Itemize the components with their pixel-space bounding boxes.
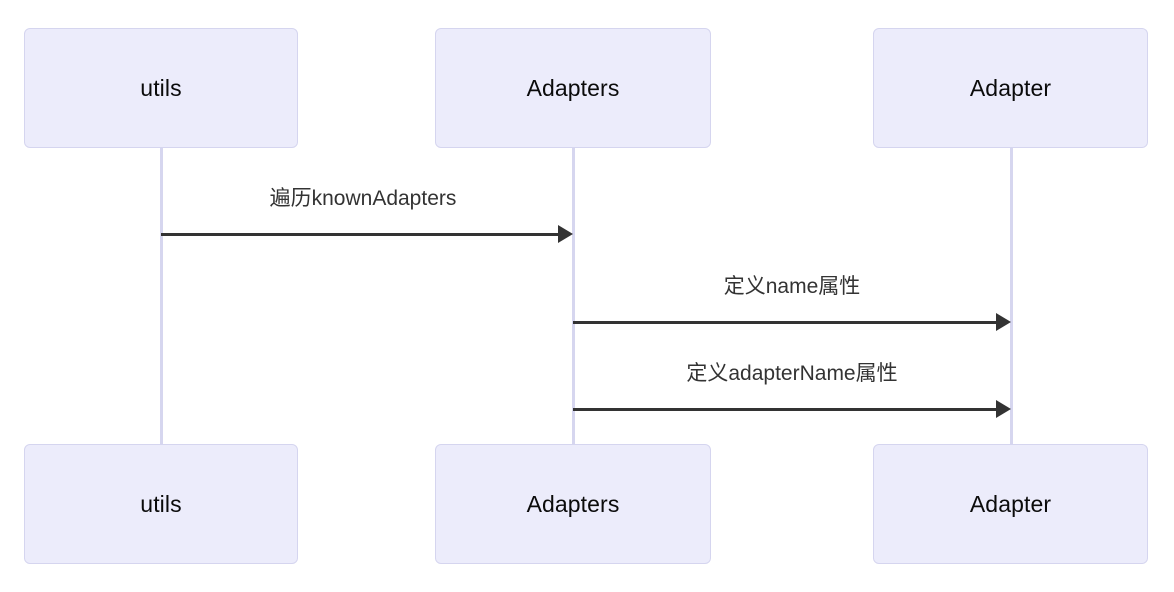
lifeline-utils bbox=[159, 148, 163, 444]
participant-box-bottom-Adapter[interactable]: Adapter bbox=[873, 444, 1148, 564]
message-arrowhead-1 bbox=[558, 225, 573, 243]
participant-box-bottom-Adapters[interactable]: Adapters bbox=[435, 444, 711, 564]
participant-label-Adapter: Adapter bbox=[969, 74, 1052, 101]
participant-box-top-Adapters[interactable]: Adapters bbox=[435, 28, 711, 148]
message-label-2: 定义name属性 bbox=[723, 275, 861, 298]
participant-box-top-Adapter[interactable]: Adapter bbox=[873, 28, 1148, 148]
message-label-3: 定义adapterName属性 bbox=[686, 362, 898, 385]
participant-box-bottom-utils[interactable]: utils bbox=[24, 444, 298, 564]
message-line-1 bbox=[161, 232, 560, 236]
message-line-3 bbox=[573, 407, 998, 411]
message-arrowhead-3 bbox=[996, 400, 1011, 418]
lifeline-Adapter bbox=[1009, 148, 1013, 444]
lifeline-Adapters bbox=[571, 148, 575, 444]
message-arrowhead-2 bbox=[996, 313, 1011, 331]
participant-label-Adapter: Adapter bbox=[969, 490, 1052, 517]
message-label-1: 遍历knownAdapters bbox=[269, 187, 457, 210]
message-line-2 bbox=[573, 320, 998, 324]
participant-label-Adapters: Adapters bbox=[526, 74, 620, 101]
participant-box-top-utils[interactable]: utils bbox=[24, 28, 298, 148]
participant-label-utils: utils bbox=[140, 490, 182, 517]
participant-label-Adapters: Adapters bbox=[526, 490, 620, 517]
participant-label-utils: utils bbox=[140, 74, 182, 101]
